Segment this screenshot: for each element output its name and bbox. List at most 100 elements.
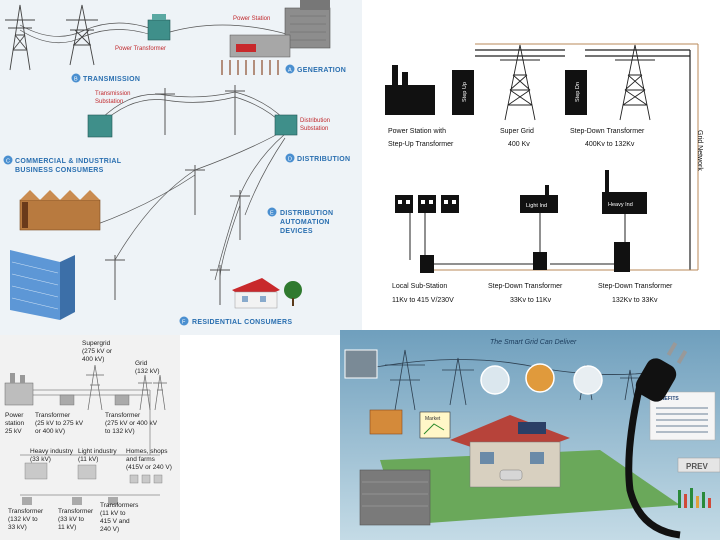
distribution-label: DISTRIBUTION — [297, 156, 350, 163]
house-icon — [232, 278, 280, 309]
smart-home-icon — [450, 415, 570, 488]
caption-local-substation-1: Local Sub-Station — [392, 283, 447, 290]
transformer-132-33 — [614, 242, 630, 272]
light-industry-icon — [77, 464, 97, 480]
heavy-industry-label-2: (33 kV) — [30, 456, 51, 463]
transformer4-label-3: 11 kV) — [58, 524, 76, 531]
factory-icon — [19, 190, 101, 231]
transmission-substation-label-1: Transmission — [95, 91, 130, 97]
supergrid-label-2: (275 kV or — [82, 348, 113, 355]
transformer2-label-3: to 132 kV) — [105, 428, 135, 435]
caption-step-down-2: 400Kv to 132Kv — [585, 141, 635, 148]
supergrid-label-3: 400 kV) — [82, 356, 104, 363]
meter-box — [369, 409, 403, 435]
grid-network-label: Grid Network — [696, 130, 703, 171]
homes-label-3: (415V or 240 V) — [126, 464, 172, 471]
badge-distribution: D — [285, 153, 295, 163]
homes-label-2: and farms — [126, 456, 156, 463]
distribution-substation-label-1: Distribution — [300, 118, 330, 124]
local-substation-transformer — [420, 255, 434, 273]
substation-icon — [87, 114, 113, 138]
power-station-icon — [385, 65, 435, 115]
caption-step-down-132-1: Step-Down Transformer — [598, 283, 673, 290]
transformer5-label-1: Transformers — [100, 502, 139, 509]
houses-icon — [395, 195, 459, 213]
commercial-label: COMMERCIAL & INDUSTRIAL — [15, 158, 122, 165]
electric-car-icon — [499, 469, 523, 481]
transformer3-label-1: Transformer — [8, 508, 44, 515]
svg-text:F: F — [182, 320, 186, 326]
substation-photo — [344, 349, 378, 379]
textbook-grid-diagram: Supergrid (275 kV or 400 kV) Grid (132 k… — [0, 335, 180, 540]
heavy-industry-icon — [24, 462, 48, 480]
svg-text:C: C — [6, 159, 10, 165]
step-up-transformer — [452, 70, 474, 115]
grid-overview-illustration: Power Transformer Power Station A GENERA… — [0, 0, 362, 335]
tree-icon — [284, 281, 302, 306]
automation-label-1: DISTRIBUTION — [280, 210, 333, 217]
power-transformer-icon — [147, 19, 171, 41]
caption-step-down-33-2: 33Kv to 11Kv — [510, 297, 552, 304]
prev-label: PREV — [686, 462, 708, 471]
distribution-substation-label-2: Substation — [300, 126, 328, 132]
homes-label-1: Homes, shops — [126, 448, 168, 455]
light-industry-label: Light Ind — [526, 203, 547, 209]
home-icon — [129, 474, 139, 484]
transformer3-label-2: (132 kV to — [8, 516, 38, 523]
badge-commercial: C — [3, 155, 13, 165]
transformer-icon — [22, 497, 32, 505]
automation-label-3: DEVICES — [280, 228, 313, 235]
business-consumers-label: BUSINESS CONSUMERS — [15, 167, 104, 174]
step-up-label: Step Up — [462, 82, 468, 102]
prev-button[interactable] — [677, 457, 720, 473]
transformer2-label-2: (275 kV or 400 kV — [105, 420, 158, 427]
smart-grid-title: The Smart Grid Can Deliver — [490, 339, 577, 346]
transformer1-label-1: Transformer — [35, 412, 71, 419]
distribution-substation-icon — [274, 114, 298, 136]
ground-graphic — [380, 450, 680, 525]
transformer-icon — [114, 394, 130, 406]
caption-step-down-1: Step-Down Transformer — [570, 128, 645, 135]
grid-schematic: Step Up Step Dn Grid Network Power Stati… — [380, 30, 720, 315]
heavy-industry-icon — [602, 192, 647, 214]
pylon-icon — [86, 364, 167, 411]
transformer5-label-4: 240 V) — [100, 526, 119, 533]
transmission-label: TRANSMISSION — [83, 76, 140, 83]
badge-generation: A — [285, 64, 295, 74]
power-transformer-label: Power Transformer — [115, 46, 166, 52]
power-station-label-2: station — [5, 420, 25, 427]
transformer3-label-3: 33 kV) — [8, 524, 27, 531]
usage-bars — [678, 488, 711, 508]
svg-text:D: D — [288, 157, 292, 163]
generation-label: GENERATION — [297, 67, 346, 74]
power-station-label-1: Power — [5, 412, 24, 419]
home-icon — [153, 474, 163, 484]
grid-label-2: (132 kV) — [135, 368, 160, 375]
caption-step-down-33-1: Step-Down Transformer — [488, 283, 563, 290]
caption-super-grid-2: 400 Kv — [508, 141, 530, 148]
transformer2-label-1: Transformer — [105, 412, 141, 419]
caption-super-grid-1: Super Grid — [500, 128, 534, 135]
supergrid-label-1: Supergrid — [82, 340, 111, 347]
fence-graphic — [221, 60, 279, 75]
step-down-label: Step Dn — [575, 82, 581, 102]
power-station-icon — [4, 373, 34, 406]
svg-text:B: B — [74, 77, 78, 83]
office-building-icon — [10, 250, 75, 320]
step-down-transformer — [565, 70, 587, 115]
caption-power-station-1: Power Station with — [388, 128, 446, 135]
utility-pole-icon — [105, 85, 250, 305]
grid-label-1: Grid — [135, 360, 148, 367]
transformer4-label-1: Transformer — [58, 508, 94, 515]
light-industry-label-1: Light industry — [78, 448, 117, 455]
badge-transmission: B — [71, 73, 81, 83]
thumbnail-power-plant — [480, 365, 510, 395]
benefits-label: BENEFITS — [654, 396, 679, 402]
office-building-photo — [359, 469, 431, 526]
power-station-icon — [229, 0, 331, 58]
svg-text:E: E — [270, 211, 274, 217]
residential-label: RESIDENTIAL CONSUMERS — [192, 319, 292, 326]
power-station-label: Power Station — [233, 16, 270, 22]
heavy-industry-label-1: Heavy industry — [30, 448, 74, 455]
transformer5-label-2: (11 kV to — [100, 510, 126, 517]
